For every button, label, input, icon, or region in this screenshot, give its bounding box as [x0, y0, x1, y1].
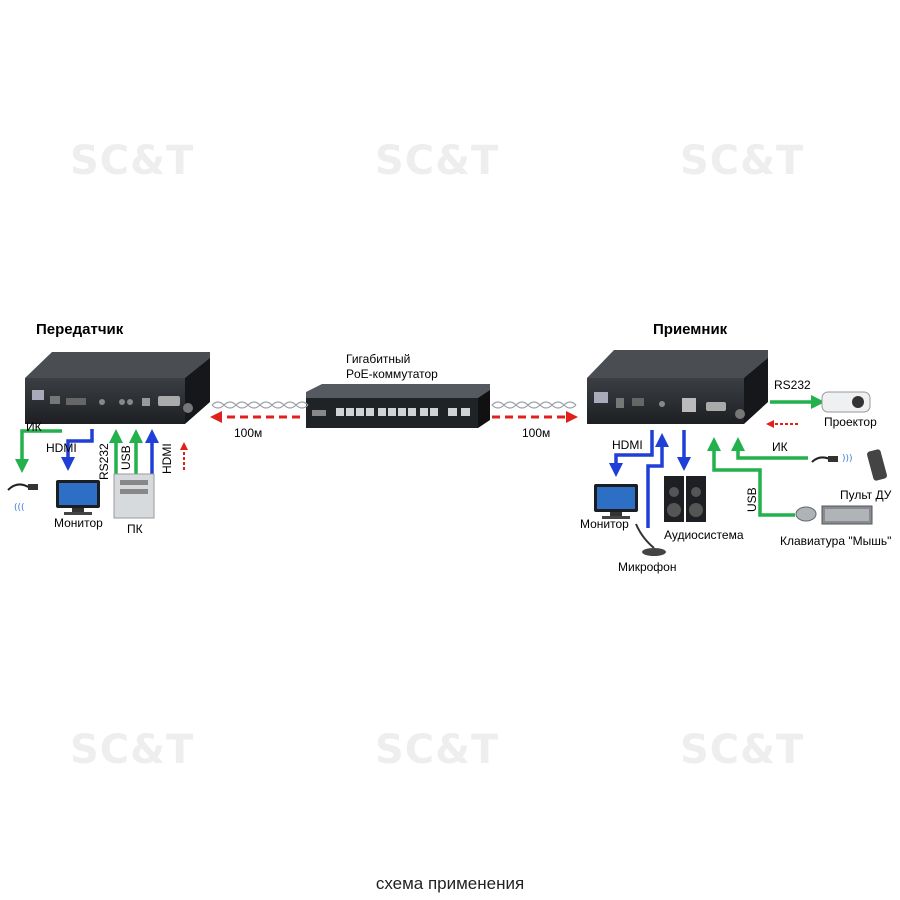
- ir-sensor-icon: (((: [7, 483, 38, 513]
- right-distance-label: 100м: [522, 426, 551, 440]
- tx-rs232-label: RS232: [97, 443, 111, 480]
- remote-icon: [867, 449, 887, 481]
- watermark: SC&T: [70, 727, 195, 773]
- receiver-title: Приемник: [653, 321, 728, 338]
- monitor-icon: [56, 480, 100, 515]
- switch-label-line2: PoE-коммутатор: [346, 367, 438, 381]
- diagram-caption: схема применения: [375, 874, 525, 893]
- rx-ir-label: ИК: [772, 440, 788, 454]
- watermark: SC&T: [680, 138, 805, 184]
- tx-ir-arrow: [15, 429, 62, 473]
- left-cable: [211, 401, 309, 409]
- rx-remote-label: Пульт ДУ: [840, 488, 892, 502]
- switch-label-line1: Гигабитный: [346, 352, 411, 366]
- tx-hdmi-vertical-label: HDMI: [160, 443, 174, 474]
- rx-hdmi-arrow: [609, 430, 654, 477]
- watermark: SC&T: [680, 727, 805, 773]
- transmitter-title: Передатчик: [36, 321, 124, 338]
- left-distance-label: 100м: [234, 426, 263, 440]
- rx-projector-label: Проектор: [824, 415, 877, 429]
- watermark: SC&T: [70, 138, 195, 184]
- watermark: SC&T: [375, 138, 500, 184]
- transmitter-device: [25, 352, 210, 424]
- tx-ir-label: ИК: [26, 420, 42, 434]
- svg-text:))): ))): [842, 454, 853, 464]
- rx-usb-label: USB: [745, 487, 759, 512]
- svg-text:(((: (((: [14, 503, 25, 513]
- rx-usb-arrow: [707, 437, 795, 517]
- tx-monitor-label: Монитор: [54, 516, 103, 530]
- watermark: SC&T: [375, 727, 500, 773]
- tx-hdmi-arrow: [61, 429, 94, 471]
- rx-hdmi-label: HDMI: [612, 438, 643, 452]
- rx-microphone-label: Микрофон: [618, 560, 677, 574]
- rx-keyboard-label: Клавиатура "Мышь": [780, 534, 892, 548]
- rx-monitor-label: Монитор: [580, 517, 629, 531]
- speakers-icon: [664, 476, 706, 522]
- pc-icon: [113, 473, 155, 519]
- tx-hdmi-label: HDMI: [46, 441, 77, 455]
- microphone-icon: [635, 523, 666, 556]
- rx-audio-label: Аудиосистема: [664, 528, 744, 542]
- rx-rs232-label: RS232: [774, 378, 811, 392]
- receiver-device: [587, 350, 768, 424]
- projector-icon: [821, 391, 871, 413]
- poe-switch: [306, 384, 490, 428]
- right-cable: [491, 401, 577, 409]
- rx-ir-arrow: [731, 437, 808, 460]
- keyboard-icon: [821, 505, 873, 525]
- monitor-icon: [594, 484, 638, 519]
- tx-pc-label: ПК: [127, 522, 143, 536]
- rx-mic-arrow: [646, 433, 669, 528]
- tx-usb-label: USB: [119, 445, 133, 470]
- ir-sensor-icon: ))): [811, 454, 853, 464]
- mouse-icon: [795, 506, 817, 522]
